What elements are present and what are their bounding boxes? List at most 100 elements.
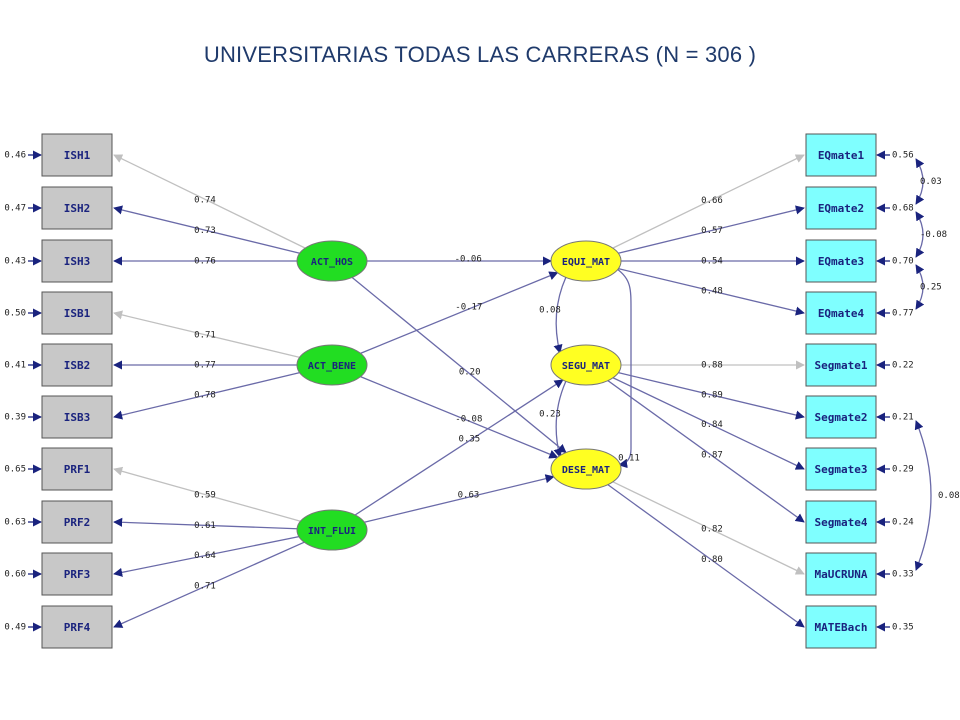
path-act-bene-dese-mat-label: -0.08 (455, 415, 482, 425)
indicator-box-prf3 (41, 552, 113, 596)
latent-label-segu-mat: SEGU_MAT (562, 361, 610, 372)
indicator-label-isb3: ISB3 (64, 411, 91, 424)
indicator-label-segmate2: Segmate2 (815, 411, 868, 424)
loading-label-matebach: 0.80 (701, 555, 723, 565)
indicator-label-prf2: PRF2 (64, 516, 91, 529)
path-equi-mat-segu-mat (553, 276, 567, 354)
indicator-segmate4[interactable]: Segmate4 (805, 500, 877, 544)
path-segu-mat-dese-mat (553, 380, 567, 458)
indicator-prf4[interactable]: PRF4 (41, 605, 113, 649)
error-cov-eqmate3-eqmate4-label: 0.25 (920, 283, 942, 293)
error-label-prf1: 0.65 (4, 465, 26, 475)
indicator-ish1[interactable]: ISH1 (41, 133, 113, 177)
path-int-flui-dese-mat-label: 0.63 (458, 491, 480, 501)
indicator-box-ish3 (41, 239, 113, 283)
error-cov-eqmate1-eqmate2 (915, 158, 925, 205)
indicator-maucruna[interactable]: MaUCRUNA (805, 552, 877, 596)
loading-label-segmate2: 0.89 (701, 390, 723, 400)
indicator-ish2[interactable]: ISH2 (41, 186, 113, 230)
indicator-prf1[interactable]: PRF1 (41, 447, 113, 491)
indicator-box-eqmate3 (805, 239, 877, 283)
indicator-box-isb3 (41, 395, 113, 439)
indicator-eqmate1[interactable]: EQmate1 (805, 133, 877, 177)
indicator-box-ish2 (41, 186, 113, 230)
indicator-box-prf2 (41, 500, 113, 544)
path-int-flui-dese-mat (364, 474, 555, 523)
loading-label-prf3: 0.64 (194, 551, 216, 561)
indicator-label-segmate4: Segmate4 (815, 516, 868, 529)
latent-label-equi-mat: EQUI_MAT (562, 257, 610, 268)
indicator-ish3[interactable]: ISH3 (41, 239, 113, 283)
path-act-hos-dese-mat (351, 276, 567, 454)
loading-label-segmate1: 0.88 (701, 361, 723, 371)
path-act-bene-dese-mat (360, 376, 559, 459)
loading-label-prf4: 0.71 (194, 581, 216, 591)
indicator-label-eqmate1: EQmate1 (818, 149, 865, 162)
indicator-segmate1[interactable]: Segmate1 (805, 343, 877, 387)
loading-dese-mat-matebach (607, 484, 805, 628)
latent-label-dese-mat: DESE_MAT (562, 465, 610, 476)
indicator-eqmate2[interactable]: EQmate2 (805, 186, 877, 230)
indicator-matebach[interactable]: MATEBach (805, 605, 877, 649)
path-int-flui-segu-mat-label: 0.35 (459, 434, 481, 444)
path-int-flui-segu-mat (354, 379, 564, 516)
error-label-maucruna: 0.33 (892, 570, 914, 580)
path-act-bene-equi-mat-label: -0.17 (455, 302, 482, 312)
indicator-eqmate4[interactable]: EQmate4 (805, 291, 877, 335)
indicator-isb1[interactable]: ISB1 (41, 291, 113, 335)
indicator-isb2[interactable]: ISB2 (41, 343, 113, 387)
latent-act-bene[interactable]: ACT_BENE (296, 344, 368, 386)
indicator-box-eqmate4 (805, 291, 877, 335)
latent-label-act-bene: ACT_BENE (308, 361, 356, 372)
path-equi-mat-dese-mat-label: 0.11 (618, 454, 640, 464)
loading-int-flui-prf3 (113, 535, 300, 577)
error-cov-eqmate1-eqmate2-label: 0.03 (920, 177, 942, 187)
error-label-eqmate3: 0.70 (892, 257, 914, 267)
indicator-eqmate3[interactable]: EQmate3 (805, 239, 877, 283)
page-title: UNIVERSITARIAS TODAS LAS CARRERAS (N = 3… (203, 42, 757, 67)
indicator-isb3[interactable]: ISB3 (41, 395, 113, 439)
indicator-prf2[interactable]: PRF2 (41, 500, 113, 544)
error-label-segmate3: 0.29 (892, 465, 914, 475)
error-label-prf3: 0.60 (4, 570, 26, 580)
indicator-label-segmate1: Segmate1 (815, 359, 868, 372)
latent-int-flui[interactable]: INT_FLUI (296, 509, 368, 551)
loading-equi-mat-eqmate4 (618, 268, 805, 316)
error-label-eqmate2: 0.68 (892, 204, 914, 214)
error-label-ish3: 0.43 (4, 257, 26, 267)
indicator-prf3[interactable]: PRF3 (41, 552, 113, 596)
loading-segu-mat-segmate2 (618, 372, 805, 420)
indicator-label-prf4: PRF4 (64, 621, 91, 634)
loading-label-eqmate2: 0.57 (701, 226, 723, 236)
indicator-label-prf1: PRF1 (64, 463, 91, 476)
loading-int-flui-prf1 (113, 466, 301, 522)
error-label-eqmate1: 0.56 (892, 151, 914, 161)
error-label-ish1: 0.46 (4, 151, 26, 161)
indicator-label-eqmate4: EQmate4 (818, 307, 865, 320)
indicator-label-eqmate2: EQmate2 (818, 202, 864, 215)
error-label-isb1: 0.50 (4, 309, 26, 319)
indicator-segmate2[interactable]: Segmate2 (805, 395, 877, 439)
latent-dese-mat[interactable]: DESE_MAT (550, 448, 622, 490)
loading-segu-mat-segmate4 (607, 380, 805, 523)
error-cov-segmate2-maucruna-label: 0.08 (938, 491, 960, 501)
loading-equi-mat-eqmate1 (612, 154, 805, 249)
latent-segu-mat[interactable]: SEGU_MAT (550, 344, 622, 386)
loading-label-ish1: 0.74 (194, 195, 216, 205)
latent-act-hos[interactable]: ACT_HOS (296, 240, 368, 282)
loading-label-isb2: 0.77 (194, 361, 216, 371)
latent-equi-mat[interactable]: EQUI_MAT (550, 240, 622, 282)
latent-shape-act-bene (296, 344, 368, 386)
latent-label-act-hos: ACT_HOS (311, 257, 353, 268)
indicator-label-ish1: ISH1 (64, 149, 91, 162)
indicator-box-prf1 (41, 447, 113, 491)
loading-int-flui-prf2 (113, 517, 298, 530)
loading-label-prf2: 0.61 (194, 521, 216, 531)
indicator-label-isb1: ISB1 (64, 307, 91, 320)
indicator-segmate3[interactable]: Segmate3 (805, 447, 877, 491)
path-segu-mat-dese-mat-label: 0.23 (539, 410, 561, 420)
error-label-segmate1: 0.22 (892, 361, 914, 371)
error-label-prf4: 0.49 (4, 623, 26, 633)
loading-label-isb3: 0.78 (194, 391, 216, 401)
